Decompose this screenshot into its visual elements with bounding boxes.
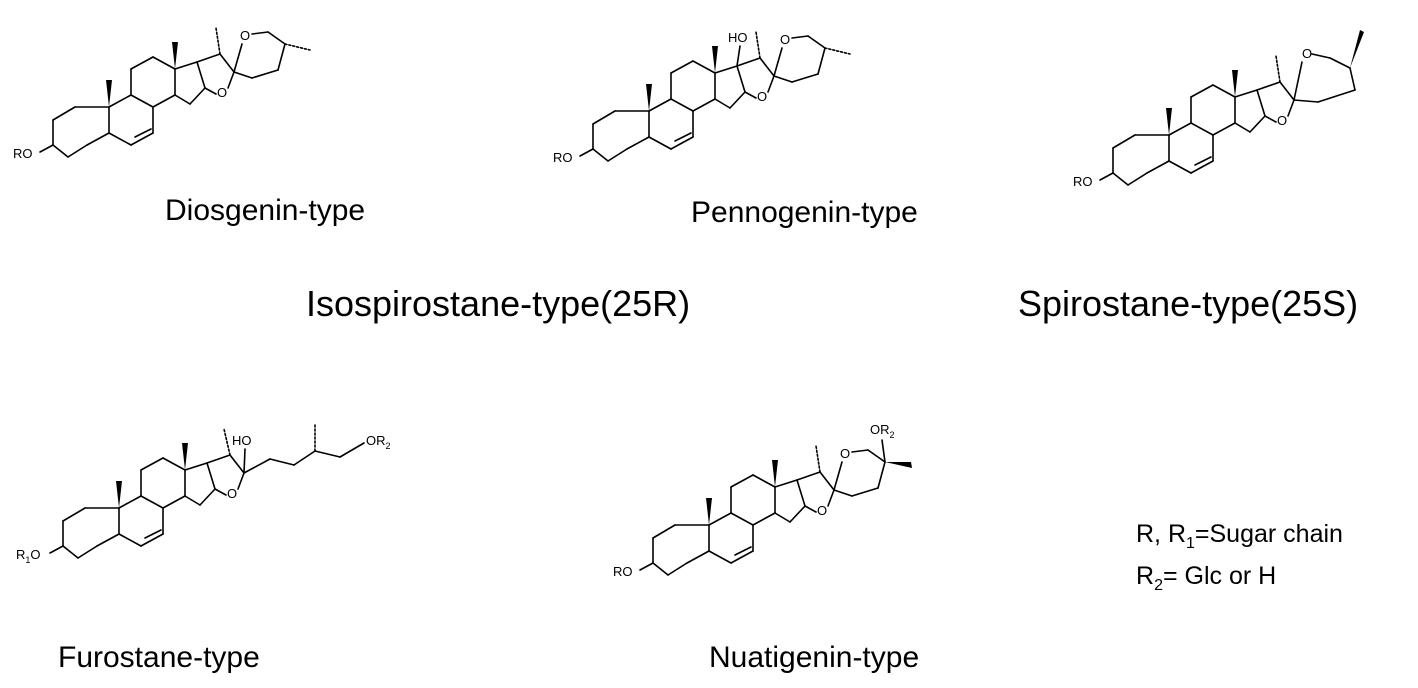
pennogenin-ho-label: HO	[728, 30, 748, 45]
nuatigenin-or2-label: OR2	[870, 422, 895, 440]
spirostane-structure: RO O O	[1073, 30, 1364, 189]
legend-line-2: R2= Glc or H	[1136, 562, 1277, 594]
diosgenin-label: Diosgenin-type	[165, 194, 366, 227]
furostane-label: Furostane-type	[58, 641, 260, 674]
diosgenin-o-ring-f: O	[240, 28, 250, 43]
spirostane-o-ring-e: O	[1277, 113, 1287, 128]
nuatigenin-o-ring-f: O	[840, 446, 850, 461]
furostane-ho-label: HO	[232, 433, 252, 448]
furostane-or2-label: OR2	[366, 433, 391, 451]
spirostane-group-label: Spirostane-type(25S)	[1018, 283, 1359, 324]
diosgenin-ro-label: RO	[13, 146, 33, 161]
pennogenin-o-ring-f: O	[780, 32, 790, 47]
nuatigenin-ro-label: RO	[613, 564, 633, 579]
nuatigenin-o-ring-e: O	[817, 503, 827, 518]
nuatigenin-structure: RO O O OR2	[613, 422, 912, 579]
pennogenin-o-ring-e: O	[757, 89, 767, 104]
diosgenin-o-ring-e: O	[217, 85, 227, 100]
furostane-o-ring-e: O	[227, 486, 237, 501]
spirostane-ro-label: RO	[1073, 174, 1093, 189]
spirostane-o-ring-f: O	[1302, 46, 1312, 61]
pennogenin-structure: RO HO O O	[553, 30, 851, 165]
legend-line-1: R, R1=Sugar chain	[1136, 520, 1343, 552]
substituent-legend: R, R1=Sugar chain R2= Glc or H	[1136, 518, 1343, 602]
nuatigenin-label: Nuatigenin-type	[709, 641, 920, 674]
furostane-r1o-label: R1O	[16, 547, 41, 565]
furostane-structure: R1O HO O OR2	[16, 424, 391, 565]
pennogenin-ro-label: RO	[553, 150, 573, 165]
pennogenin-label: Pennogenin-type	[691, 196, 918, 229]
diosgenin-structure: RO O O	[13, 27, 311, 161]
isospirostane-group-label: Isospirostane-type(25R)	[306, 283, 691, 324]
